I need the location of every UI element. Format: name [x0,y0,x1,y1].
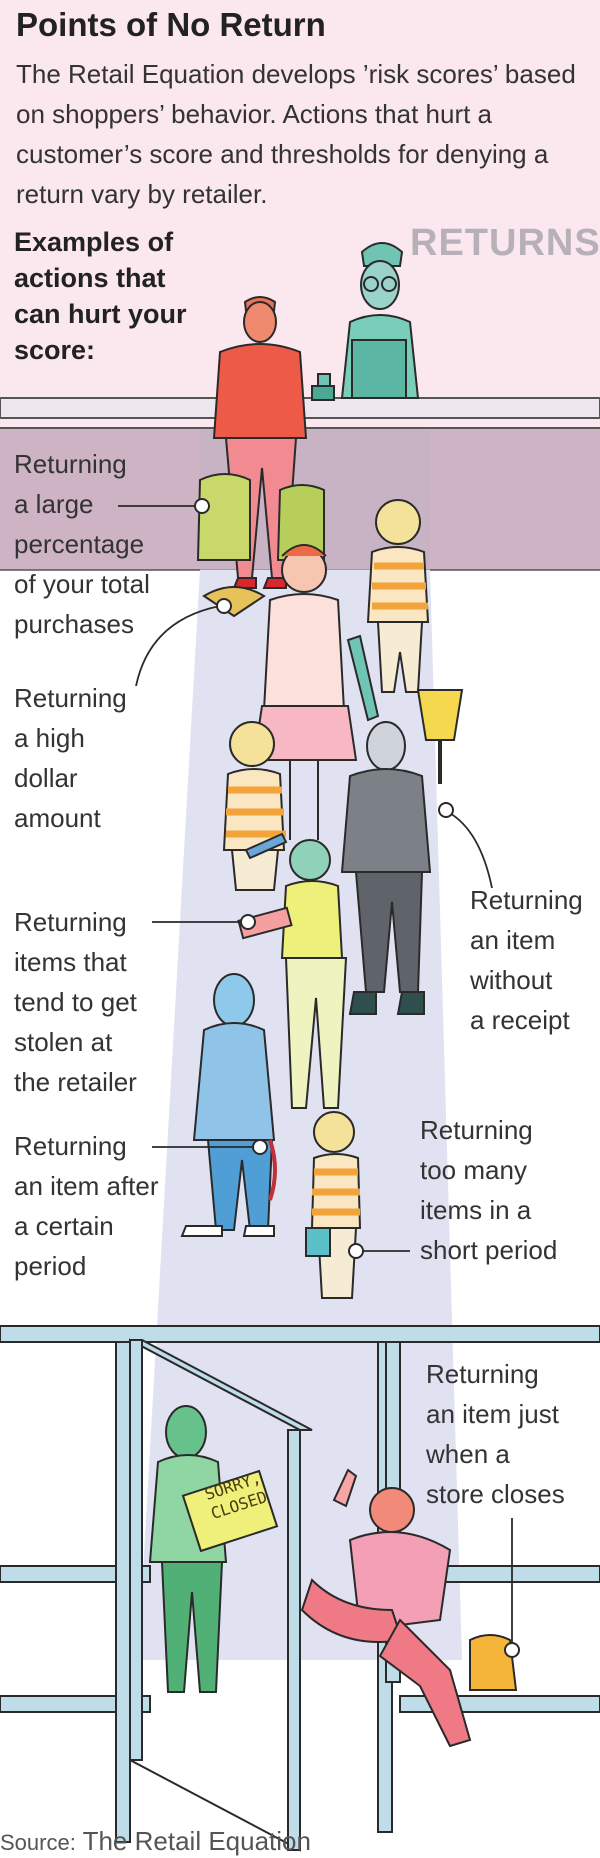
label-stolen-items: Returning items that tend to get stolen … [14,907,137,1097]
child-with-saw [346,499,430,722]
child-with-hammer [222,721,288,891]
label-after-period: Returning an item after a certain period [14,1131,159,1281]
label-large-percentage: Returning a large percentage of your tot… [14,449,150,639]
shopper-red-shirt [196,296,325,589]
woman-on-phone [202,544,358,840]
register [311,373,335,401]
small-child [305,1111,362,1299]
dot-stolen-items [240,914,256,930]
leader-high-dollar [135,605,221,687]
source-label: Source: [0,1830,76,1855]
dot-after-period [252,1139,268,1155]
dot-too-many [348,1243,364,1259]
label-high-dollar: Returning a high dollar amount [14,683,127,833]
man-with-lamp [340,689,464,1015]
page-title: Points of No Return [16,6,326,43]
employee-closing-door [148,1405,279,1693]
woman-yellow-top [237,839,348,1109]
returns-sign: RETURNS [410,222,600,264]
open-door [129,1338,313,1852]
leader-no-receipt [447,811,493,889]
dot-large-percentage [194,498,210,514]
dot-no-receipt [438,802,454,818]
label-no-receipt: Returning an item without a receipt [470,885,583,1035]
label-dots [194,498,520,1658]
man-in-blue [180,973,277,1237]
label-store-closes: Returning an item just when a store clos… [426,1359,565,1509]
label-too-many: Returning too many items in a short peri… [420,1115,558,1265]
source-name: The Retail Equation [82,1826,311,1856]
intro-text: The Retail Equation develops ’risk score… [16,59,576,209]
cashier [340,242,420,399]
dot-high-dollar [216,598,232,614]
source-line: Source: The Retail Equation [0,1826,311,1857]
dot-store-closes [504,1642,520,1658]
leader-lines [118,505,513,1648]
running-customer [300,1468,518,1748]
examples-heading: Examples of actions that can hurt your s… [14,227,187,365]
